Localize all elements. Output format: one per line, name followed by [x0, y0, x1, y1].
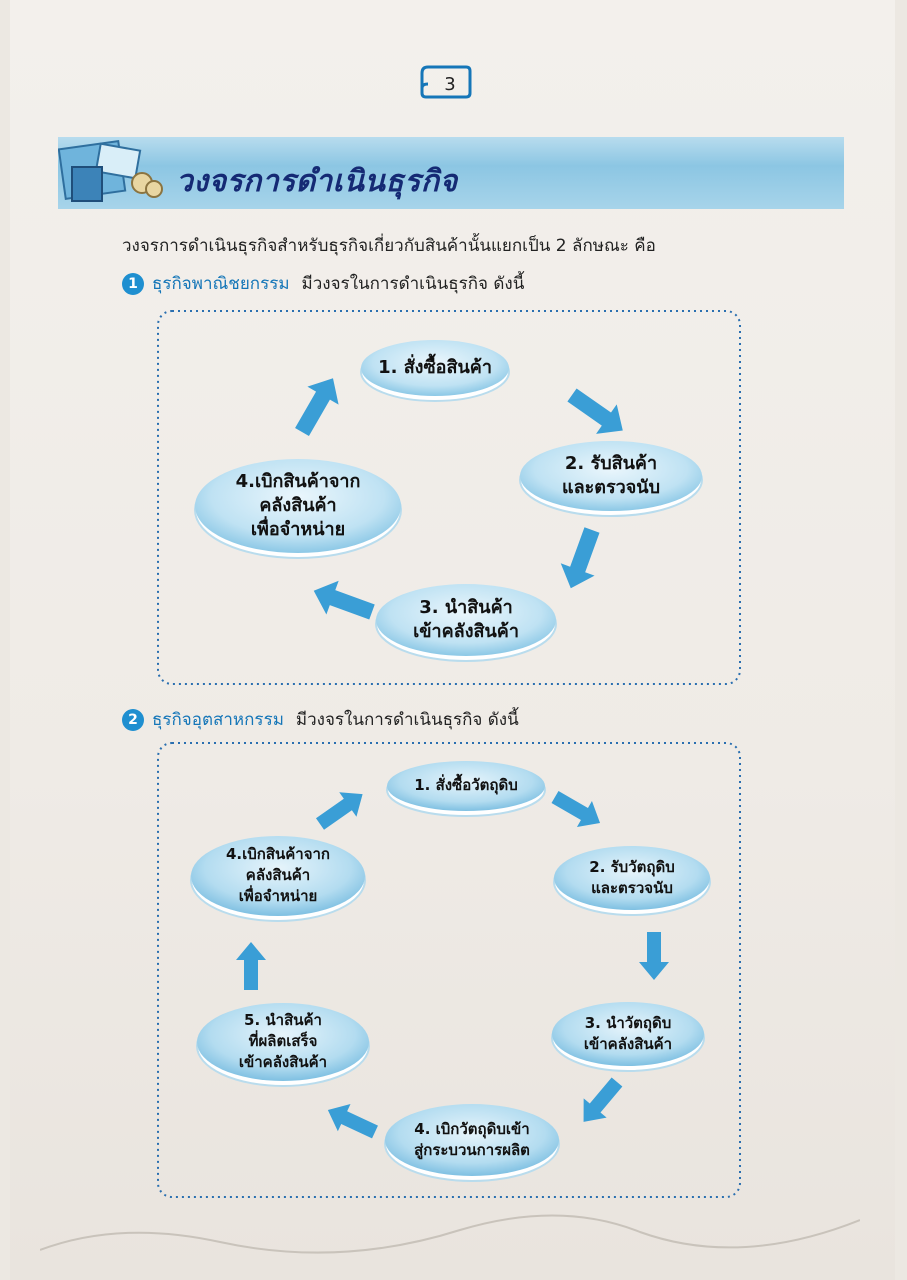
- diagram-2-border: [157, 742, 741, 1198]
- section-1-text: มีวงจรในการดำเนินธุรกิจ ดังนี้: [301, 274, 525, 294]
- step-label: 3. นำสินค้าเข้าคลังสินค้า: [413, 597, 519, 642]
- section-2-kind: ธุรกิจอุตสาหกรรม: [152, 710, 284, 730]
- section-1-kind: ธุรกิจพาณิชยกรรม: [152, 274, 290, 294]
- section-1-heading: 1 ธุรกิจพาณิชยกรรม มีวงจรในการดำเนินธุรกิจ…: [122, 270, 524, 297]
- cycle-arrow: [583, 1077, 623, 1122]
- step-label: 4.เบิกสินค้าจากคลังสินค้าเพื่อจำหน่าย: [235, 471, 361, 540]
- step-oval: [386, 761, 546, 817]
- header-banner: [58, 137, 844, 209]
- money-illustration-icon: [58, 139, 163, 202]
- step-oval: [553, 846, 711, 916]
- cycle-arrow: [327, 1104, 378, 1139]
- step-label: 3. นำวัตถุดิบเข้าคลังสินค้า: [583, 1014, 673, 1053]
- step-label: 2. รับวัตถุดิบและตรวจนับ: [589, 858, 675, 897]
- section-2-heading: 2 ธุรกิจอุตสาหกรรม มีวงจรในการดำเนินธุรกิจ…: [122, 706, 519, 733]
- bottom-wave-decoration: [40, 1214, 860, 1254]
- step-label: 5. นำสินค้าที่ผลิตเสร็จเข้าคลังสินค้า: [238, 1011, 328, 1071]
- step-oval: [196, 1003, 370, 1087]
- industry-cycle-diagram: 1. สั่งซื้อวัตถุดิบ 2. รับวัตถุดิบและตรว…: [157, 742, 741, 1198]
- step-oval: [190, 836, 366, 922]
- page-number: 3: [444, 74, 456, 95]
- step-oval: [384, 1104, 560, 1182]
- cycle-arrow: [551, 790, 601, 827]
- cycle-arrow: [567, 388, 623, 434]
- step-label: 1. สั่งซื้อวัตถุดิบ: [414, 776, 518, 794]
- cycle-arrow: [313, 580, 375, 620]
- commerce-cycle-diagram: 1. สั่งซื้อสินค้า 2. รับสินค้าและตรวจนับ…: [157, 310, 741, 685]
- step-label: 2. รับสินค้าและตรวจนับ: [561, 453, 661, 498]
- cycle-arrow: [295, 378, 339, 436]
- diagram-1-border: [157, 310, 741, 685]
- step-oval: [194, 459, 402, 559]
- step-label: 4.เบิกสินค้าจากคลังสินค้าเพื่อจำหน่าย: [225, 845, 331, 905]
- cycle-arrow: [236, 942, 266, 990]
- step-oval: [519, 441, 703, 517]
- page-number-badge: [420, 65, 472, 99]
- cycle-arrow: [560, 527, 600, 589]
- intro-text: วงจรการดำเนินธุรกิจสำหรับธุรกิจเกี่ยวกับ…: [122, 236, 656, 256]
- section-2-number: 2: [122, 709, 144, 731]
- page-title: วงจรการดำเนินธุรกิจ: [176, 164, 458, 199]
- section-2-text: มีวงจรในการดำเนินธุรกิจ ดังนี้: [295, 710, 519, 730]
- step-label: 4. เบิกวัตถุดิบเข้าสู่กระบวนการผลิต: [414, 1120, 530, 1159]
- cycle-arrow: [315, 792, 363, 830]
- cycle-arrow: [639, 932, 669, 980]
- step-oval: [360, 340, 510, 402]
- step-label: 1. สั่งซื้อสินค้า: [378, 357, 492, 378]
- step-oval: [375, 584, 557, 662]
- section-1-number: 1: [122, 273, 144, 295]
- step-oval: [551, 1002, 705, 1072]
